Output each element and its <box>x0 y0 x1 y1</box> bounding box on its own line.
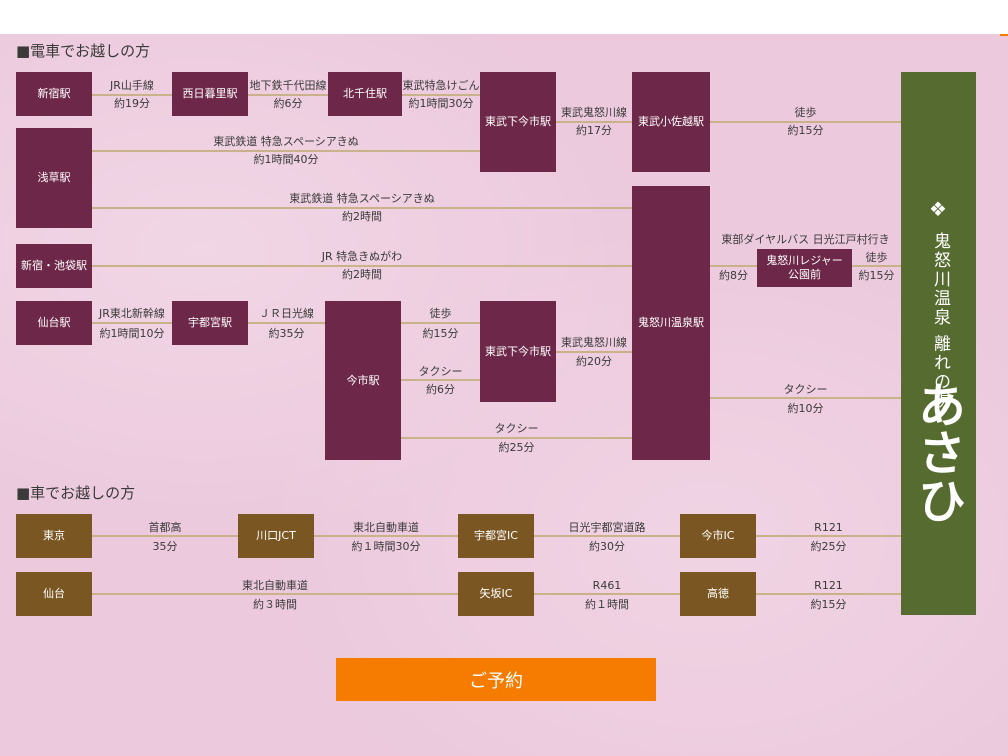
route-label: JR山手線 <box>110 79 154 92</box>
road-time: 約30分 <box>589 540 625 553</box>
route-label: 徒歩 <box>865 251 888 264</box>
route-label: 東武鬼怒川線 <box>561 336 627 349</box>
route-time: 約6分 <box>273 97 303 110</box>
station-sendai: 仙台駅 <box>16 301 92 345</box>
car-node-kawaguchi-jct: 川口JCT <box>238 514 314 558</box>
road-label: 首都高 <box>148 521 182 534</box>
car-node-sendai: 仙台 <box>16 572 92 616</box>
route-time: 約17分 <box>576 124 612 137</box>
station-shinjuku-ikebukuro: 新宿・池袋駅 <box>16 244 92 288</box>
route-time: 約15分 <box>787 124 824 137</box>
station-asakusa: 浅草駅 <box>16 128 92 228</box>
road-label: R461 <box>592 579 622 592</box>
route-time: 約2時間 <box>342 210 382 223</box>
route-label: JR 特急きぬがわ <box>321 250 403 263</box>
car-node-tokyo: 東京 <box>16 514 92 558</box>
station-utsunomiya: 宇都宮駅 <box>172 301 248 345</box>
road-time: 35分 <box>152 540 178 553</box>
car-node-yaita-ic: 矢坂IC <box>458 572 534 616</box>
route-time: 約2時間 <box>342 268 382 281</box>
car-node-takatoku: 高徳 <box>680 572 756 616</box>
route-time: 約19分 <box>114 97 150 110</box>
road-label: R121 <box>814 579 843 592</box>
route-label: 東部ダイヤルバス 日光江戸村行き <box>721 233 890 246</box>
road-time: 約３時間 <box>253 598 297 611</box>
route-time: 約6分 <box>426 383 455 396</box>
section-heading-car: ■車でお越しの方 <box>16 484 136 502</box>
header-accent <box>1000 34 1008 36</box>
destination-hotel-panel: ❖ 鬼怒川温泉 離れの湯 あさひ <box>901 72 976 615</box>
station-kinugawa-onsen: 鬼怒川温泉駅 <box>632 186 710 460</box>
route-label: タクシー <box>494 422 539 435</box>
road-label: R121 <box>814 521 843 534</box>
road-time: 約１時間 <box>585 598 629 611</box>
route-label: タクシー <box>418 365 463 378</box>
section-heading-train: ■電車でお越しの方 <box>16 42 151 60</box>
car-node-utsunomiya-ic: 宇都宮IC <box>458 514 534 558</box>
route-label: 東武鬼怒川線 <box>561 106 627 119</box>
station-kitasenju: 北千住駅 <box>328 72 402 116</box>
route-label: 東武鉄道 特急スペーシアきぬ <box>289 192 435 205</box>
road-label: 東北自動車道 <box>242 579 308 592</box>
route-time: 約35分 <box>268 327 305 340</box>
route-time: 約1時間30分 <box>408 97 474 110</box>
car-node-imaichi-ic: 今市IC <box>680 514 756 558</box>
station-imaichi: 今市駅 <box>325 301 401 460</box>
road-time: 約25分 <box>810 540 847 553</box>
route-time: 約15分 <box>422 327 459 340</box>
route-time: 約1時間40分 <box>253 153 319 166</box>
station-tobu-kosagoe: 東武小佐越駅 <box>632 72 710 172</box>
route-time: 約25分 <box>498 441 535 454</box>
route-label: 東武特急けごん <box>402 79 480 92</box>
road-time: 約15分 <box>810 598 847 611</box>
route-label: 地下鉄千代田線 <box>249 79 327 92</box>
route-label: タクシー <box>783 383 828 396</box>
station-nishinippori: 西日暮里駅 <box>172 72 248 116</box>
route-label: JR東北新幹線 <box>99 307 165 320</box>
road-time: 約１時間30分 <box>351 540 421 553</box>
reserve-button[interactable]: ご予約 <box>336 658 656 701</box>
route-time: 約10分 <box>787 402 824 415</box>
road-label: 日光宇都宮道路 <box>568 521 646 534</box>
route-time: 約1時間10分 <box>99 327 165 340</box>
route-time: 約8分 <box>719 269 748 282</box>
route-label: 東武鉄道 特急スペーシアきぬ <box>213 135 359 148</box>
station-tobu-shimoimaichi: 東武下今市駅 <box>480 72 556 172</box>
route-time: 約15分 <box>858 269 895 282</box>
route-label: 徒歩 <box>794 106 817 119</box>
station-shinjuku: 新宿駅 <box>16 72 92 116</box>
station-tobu-shimoimaichi-2: 東武下今市駅 <box>480 301 556 402</box>
stop-kinugawa-leisure-park: 鬼怒川レジャー 公園前 <box>757 249 852 287</box>
crest-icon: ❖ <box>929 197 947 221</box>
route-label: 徒歩 <box>429 307 452 320</box>
destination-brand-logo: あさひ <box>909 380 965 524</box>
road-label: 東北自動車道 <box>353 521 419 534</box>
route-label: ＪＲ日光線 <box>259 307 314 320</box>
destination-name: 鬼怒川温泉 離れの湯 <box>930 232 950 411</box>
route-time: 約20分 <box>576 355 612 368</box>
